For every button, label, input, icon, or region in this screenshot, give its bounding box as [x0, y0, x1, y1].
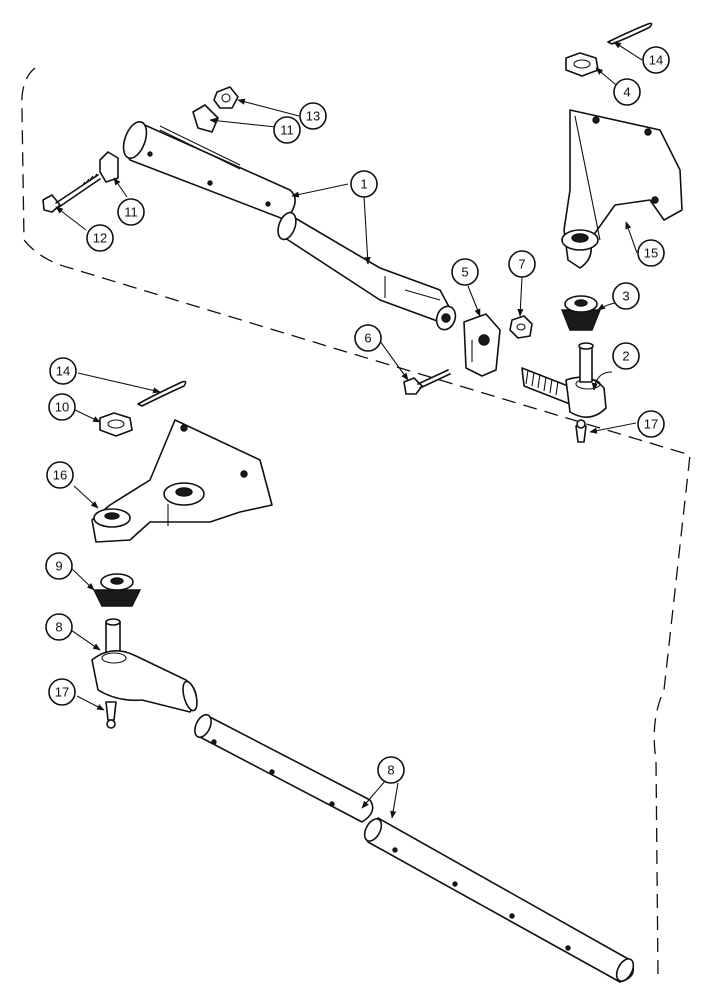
castle-nut-4-part — [565, 52, 599, 77]
svg-text:8: 8 — [387, 763, 394, 778]
svg-text:5: 5 — [461, 265, 468, 280]
svg-text:4: 4 — [623, 85, 630, 100]
svg-text:9: 9 — [55, 559, 62, 574]
callout-2: 2 — [612, 342, 640, 370]
svg-text:14: 14 — [649, 53, 663, 68]
svg-text:11: 11 — [280, 123, 294, 138]
clamp-5-part — [463, 313, 501, 377]
dust-seal-9-part — [92, 573, 142, 607]
svg-text:13: 13 — [306, 109, 320, 124]
callout-3: 3 — [612, 282, 640, 310]
nut-13-part — [213, 86, 239, 109]
tie-rod-end-left-part — [91, 618, 198, 713]
callout-14-lower: 14 — [49, 357, 77, 385]
svg-text:11: 11 — [124, 205, 138, 220]
grease-fitting-upper-part — [575, 419, 587, 443]
clamp-lower-part — [99, 151, 119, 183]
clamp-upper-part — [192, 104, 219, 133]
callout-17-upper: 17 — [637, 410, 665, 438]
svg-text:16: 16 — [53, 468, 67, 483]
grease-fitting-lower-part — [105, 701, 117, 729]
callout-8-tube: 8 — [377, 756, 405, 784]
callout-7: 7 — [508, 250, 536, 278]
tie-rod-tube-8-lower-part — [363, 817, 635, 983]
castle-nut-10-part — [99, 412, 133, 437]
dust-seal-3-part — [560, 295, 602, 331]
callout-5: 5 — [451, 258, 479, 286]
svg-text:6: 6 — [364, 331, 371, 346]
callout-1: 1 — [350, 170, 378, 198]
svg-text:15: 15 — [644, 246, 658, 261]
tie-rod-tube-part — [122, 121, 296, 221]
svg-text:3: 3 — [622, 289, 629, 304]
callout-15: 15 — [637, 239, 665, 267]
tie-rod-tube-8-upper-part — [194, 713, 374, 823]
callout-11-lower: 11 — [117, 198, 145, 226]
callout-16: 16 — [46, 461, 74, 489]
svg-text:2: 2 — [622, 349, 629, 364]
callout-4: 4 — [613, 78, 641, 106]
steering-arm-15-part — [561, 109, 683, 269]
callout-17-lower: 17 — [48, 678, 76, 706]
callout-11-upper: 11 — [273, 116, 301, 144]
callout-13: 13 — [299, 102, 327, 130]
svg-text:10: 10 — [55, 400, 69, 415]
svg-text:8: 8 — [55, 620, 62, 635]
steering-arm-16-part — [91, 419, 273, 543]
svg-text:1: 1 — [360, 177, 367, 192]
svg-text:12: 12 — [93, 231, 107, 246]
svg-text:14: 14 — [56, 364, 70, 379]
nut-7-part — [509, 315, 533, 339]
callout-12: 12 — [86, 224, 114, 252]
tie-rod-threaded-end-part — [277, 211, 457, 331]
assembly-boundary-dashed — [21, 67, 691, 976]
callout-9: 9 — [45, 552, 73, 580]
cotter-pin-lower-part — [137, 380, 187, 407]
svg-text:17: 17 — [644, 417, 658, 432]
svg-text:7: 7 — [518, 257, 525, 272]
cotter-pin-upper-part — [607, 22, 653, 45]
svg-text:17: 17 — [55, 685, 69, 700]
callout-6: 6 — [354, 324, 382, 352]
bolt-12-part — [42, 173, 101, 213]
leader-lines — [55, 41, 643, 819]
bolt-6-part — [403, 369, 451, 395]
tie-rod-end-right-part — [521, 342, 607, 418]
callout-8-end: 8 — [45, 613, 73, 641]
callout-14-upper: 14 — [642, 46, 670, 74]
callout-10: 10 — [48, 393, 76, 421]
